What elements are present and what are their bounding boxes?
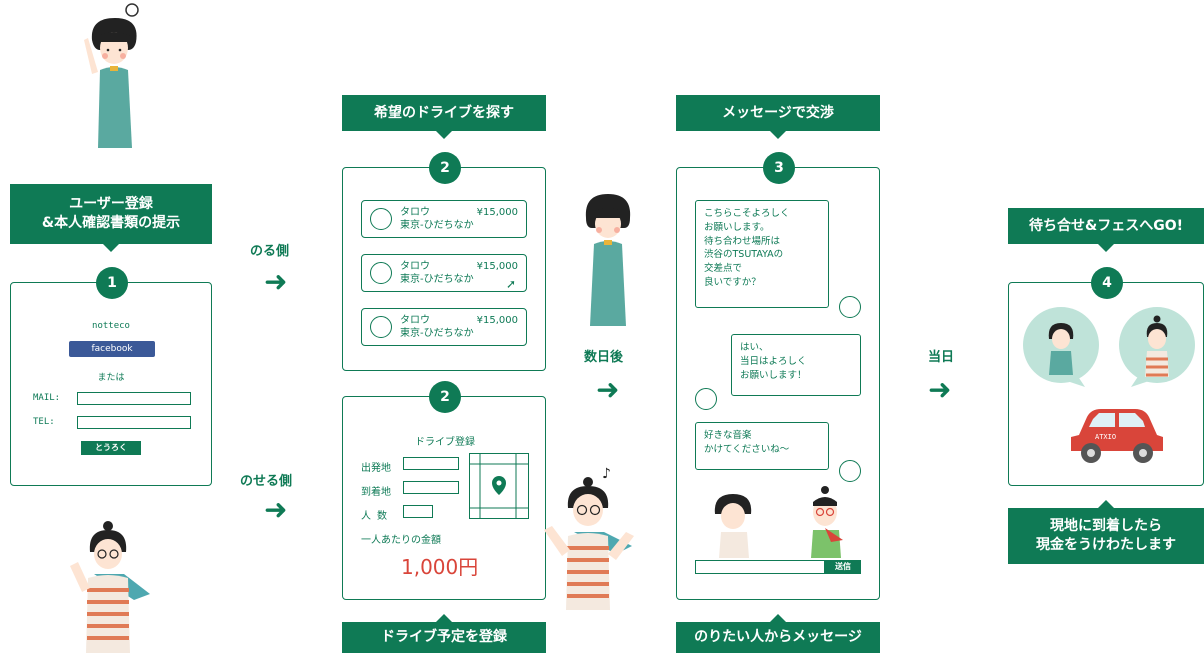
listing-name: タロウ bbox=[400, 261, 430, 272]
facebook-button[interactable]: facebook bbox=[69, 341, 155, 357]
people-label: 人 数 bbox=[361, 511, 388, 522]
tel-field[interactable] bbox=[77, 416, 191, 429]
character-woman-glasses-middle: ♪ bbox=[540, 460, 640, 610]
cursor-icon: ➚ bbox=[506, 277, 517, 291]
message-input[interactable] bbox=[695, 560, 825, 574]
user-icon bbox=[370, 262, 392, 284]
step2b-label: ドライブ予定を登録 bbox=[342, 614, 546, 653]
drive-side-label: のせる側 bbox=[240, 474, 293, 489]
svg-text:♪: ♪ bbox=[602, 466, 611, 482]
days-later-label: 数日後 bbox=[584, 350, 624, 365]
step1-panel: 1 notteco facebook または MAIL: TEL: とうろく bbox=[10, 267, 212, 486]
step3-bottom-label-text: のりたい人からメッセージ bbox=[694, 629, 862, 646]
user-icon bbox=[370, 208, 392, 230]
people-field[interactable] bbox=[403, 505, 433, 518]
listing-item[interactable]: タロウ東京-ひだちなか ¥15,000 bbox=[361, 308, 527, 346]
step2b-number: 2 bbox=[429, 381, 461, 413]
speech-bubble-left bbox=[1019, 305, 1103, 389]
tel-label: TEL: bbox=[33, 417, 55, 427]
days-later-arrow-icon: ➜ bbox=[596, 373, 620, 406]
step2b-label-text: ドライブ予定を登録 bbox=[381, 629, 507, 646]
listing-route: 東京-ひだちなか bbox=[400, 220, 474, 231]
or-text: または bbox=[97, 373, 125, 383]
message-bubble: はい、 当日はよろしく お願いします！ bbox=[731, 334, 861, 396]
form-title: ドライブ登録 bbox=[415, 437, 475, 448]
amount-value: 1,000円 bbox=[401, 555, 479, 579]
step4-bottom-label-text: 現地に到着したら 現金をうけわたします bbox=[1036, 518, 1176, 553]
step4-panel: 4 ATXIO bbox=[1008, 267, 1204, 486]
character-woman-bob-middle bbox=[578, 190, 638, 330]
step3-number: 3 bbox=[763, 152, 795, 184]
arrival-label: 到着地 bbox=[361, 487, 391, 498]
step1-label: ユーザー登録 &本人確認書類の提示 bbox=[10, 184, 212, 252]
step2a-panel: 2 タロウ東京-ひだちなか ¥15,000 タロウ東京-ひだちなか ¥15,00… bbox=[342, 152, 546, 371]
character-woman-bob-top bbox=[70, 0, 150, 150]
user-icon bbox=[695, 388, 717, 410]
message-bubble: こちらこそよろしく お願いします。 待ち合わせ場所は 渋谷のTSUTAYAの 交… bbox=[695, 200, 829, 308]
departure-label: 出発地 bbox=[361, 463, 391, 474]
step2a-label-text: 希望のドライブを探す bbox=[374, 104, 514, 121]
mail-label: MAIL: bbox=[33, 393, 61, 403]
step3-panel: 3 こちらこそよろしく お願いします。 待ち合わせ場所は 渋谷のTSUTAYAの… bbox=[676, 152, 880, 600]
step3-label: メッセージで交渉 bbox=[676, 95, 880, 139]
register-button[interactable]: とうろく bbox=[81, 441, 141, 455]
user-icon bbox=[839, 296, 861, 318]
brand-name: notteco bbox=[92, 321, 130, 331]
message-bubble: 好きな音楽 かけてくださいね～ bbox=[695, 422, 829, 470]
user-icon bbox=[839, 460, 861, 482]
step4-number: 4 bbox=[1091, 267, 1123, 299]
step2a-number: 2 bbox=[429, 152, 461, 184]
send-button[interactable]: 送信 bbox=[825, 560, 861, 574]
ride-arrow-icon: ➜ bbox=[264, 265, 288, 298]
listing-price: ¥15,000 bbox=[476, 207, 518, 218]
step3-bottom-label: のりたい人からメッセージ bbox=[676, 614, 880, 653]
step4-label-text: 待ち合せ&フェスへGO! bbox=[1029, 217, 1183, 234]
listing-route: 東京-ひだちなか bbox=[400, 274, 474, 285]
listing-name: タロウ bbox=[400, 315, 430, 326]
step4-bottom-label: 現地に到着したら 現金をうけわたします bbox=[1008, 500, 1204, 564]
arrival-field[interactable] bbox=[403, 481, 459, 494]
step2a-label: 希望のドライブを探す bbox=[342, 95, 546, 139]
same-day-label: 当日 bbox=[928, 350, 955, 365]
car-label: ATXIO bbox=[1095, 433, 1117, 441]
per-person-label: 一人あたりの金額 bbox=[361, 535, 441, 546]
step2b-panel: 2 ドライブ登録 出発地 到着地 人 数 一人あたりの金額 1,000円 bbox=[342, 381, 546, 600]
drive-arrow-icon: ➜ bbox=[264, 493, 288, 526]
listing-name: タロウ bbox=[400, 207, 430, 218]
user-icon bbox=[370, 316, 392, 338]
speech-bubble-right bbox=[1115, 305, 1199, 389]
same-day-arrow-icon: ➜ bbox=[928, 373, 952, 406]
car-icon: ATXIO bbox=[1065, 395, 1169, 465]
listing-item[interactable]: タロウ東京-ひだちなか ¥15,000 bbox=[361, 200, 527, 238]
ride-side-label: のる側 bbox=[250, 244, 290, 259]
step1-label-text: ユーザー登録 &本人確認書類の提示 bbox=[41, 196, 181, 231]
mail-field[interactable] bbox=[77, 392, 191, 405]
step1-number: 1 bbox=[96, 267, 128, 299]
listing-price: ¥15,000 bbox=[476, 261, 518, 272]
departure-field[interactable] bbox=[403, 457, 459, 470]
listing-route: 東京-ひだちなか bbox=[400, 328, 474, 339]
step3-label-text: メッセージで交渉 bbox=[722, 104, 834, 121]
character-woman-glasses-bottom bbox=[64, 518, 154, 653]
map-icon bbox=[469, 453, 529, 519]
listing-price: ¥15,000 bbox=[476, 315, 518, 326]
step4-label: 待ち合せ&フェスへGO! bbox=[1008, 208, 1204, 252]
character-pair-chat bbox=[707, 486, 857, 558]
listing-item[interactable]: タロウ東京-ひだちなか ¥15,000 ➚ bbox=[361, 254, 527, 292]
